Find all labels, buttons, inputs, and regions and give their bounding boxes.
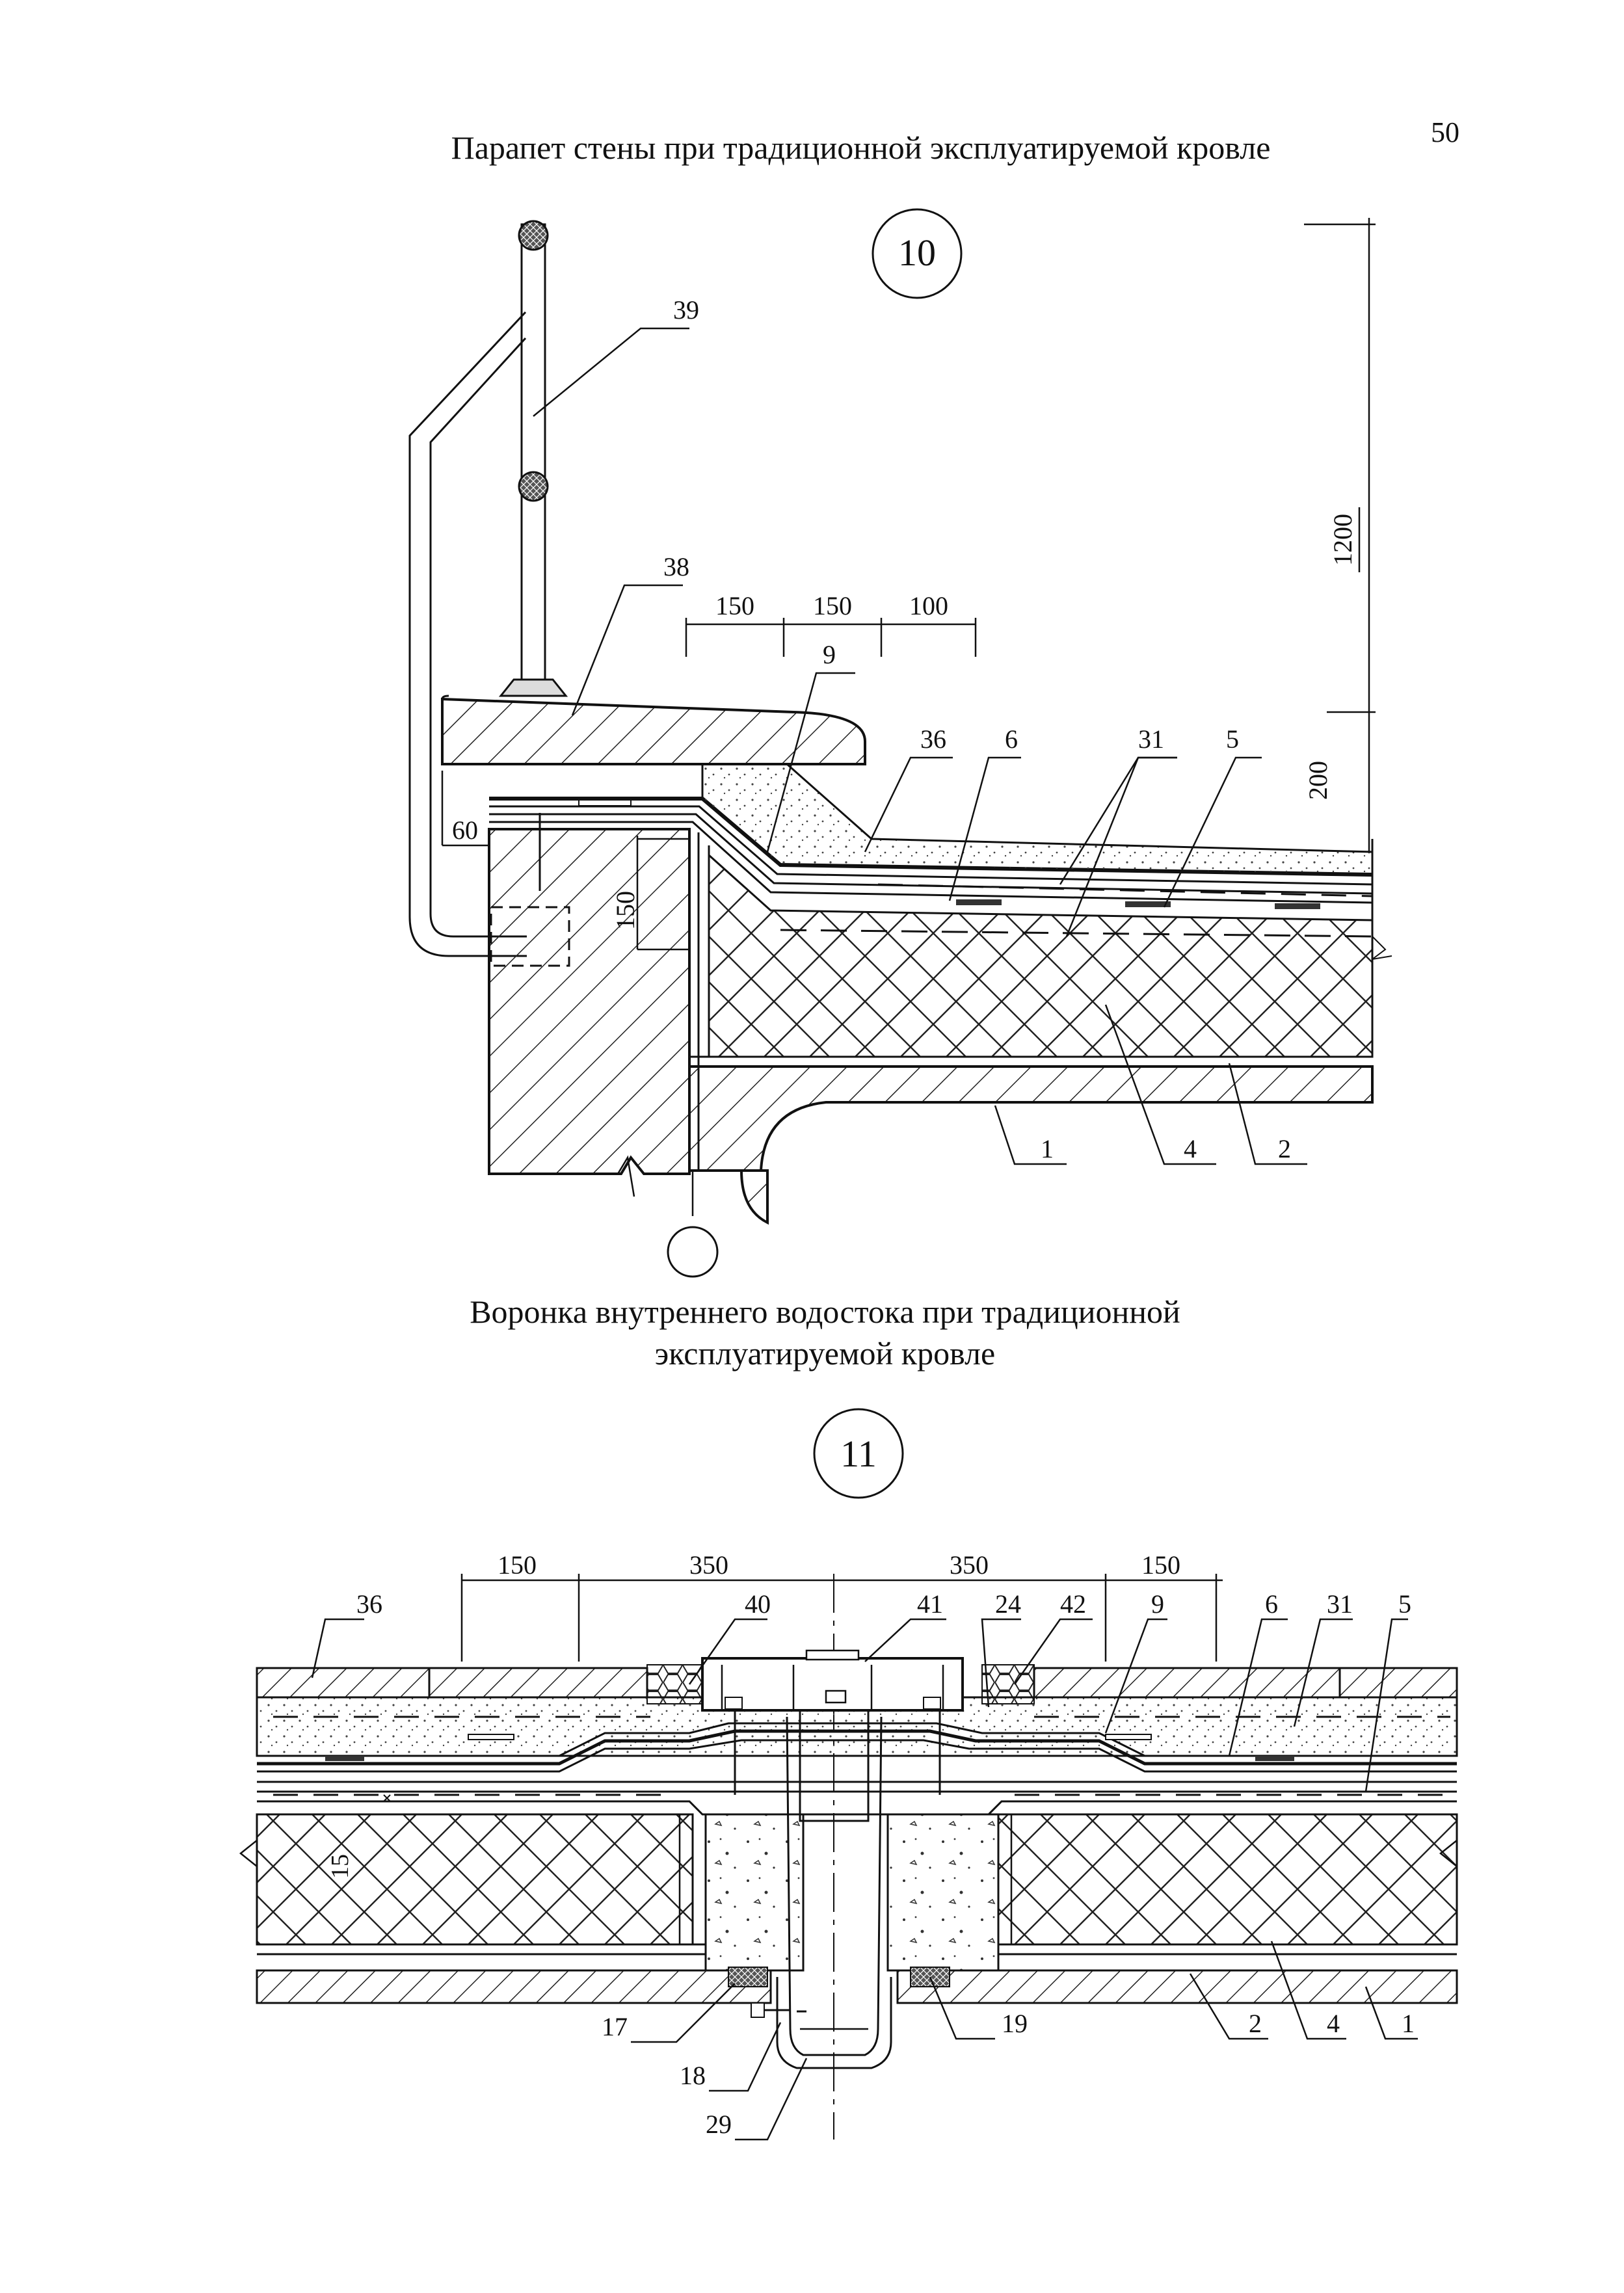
fig11-callout-4: 4 — [1327, 2009, 1340, 2038]
fig10-callout-9: 9 — [823, 640, 836, 669]
fig11-dim-350-right: 350 — [950, 1550, 989, 1580]
fig10-dim-200: 200 — [1303, 761, 1333, 800]
fig10-dim-60: 60 — [452, 815, 478, 845]
fig11-callout-5: 5 — [1398, 1589, 1411, 1619]
fig11-callout-41: 41 — [917, 1589, 943, 1619]
fig11-dim-350-left: 350 — [689, 1550, 728, 1580]
fig11-callout-36: 36 — [356, 1589, 382, 1619]
fig11-callout-2: 2 — [1249, 2009, 1262, 2038]
figure-11-title-line-2: эксплуатируемой кровле — [654, 1335, 996, 1372]
fig11-callout-42: 42 — [1060, 1589, 1086, 1619]
fig10-callout-5: 5 — [1226, 724, 1239, 754]
fig11-callout-19: 19 — [1002, 2009, 1028, 2038]
fig11-callout-18: 18 — [680, 2061, 706, 2090]
figure-10-title: Парапет стены при традиционной эксплуати… — [451, 129, 1271, 166]
fig11-dim-150-left: 150 — [498, 1550, 537, 1580]
figure-11-title-line-1: Воронка внутреннего водостока при традиц… — [470, 1293, 1180, 1330]
figure-11-number: 11 — [840, 1433, 877, 1475]
fig11-callout-31: 31 — [1327, 1589, 1353, 1619]
figure-11-badge — [813, 1408, 904, 1499]
figure-10-drawing: 10 — [408, 208, 1392, 1278]
fig10-dim-1200: 1200 — [1328, 514, 1357, 566]
fig10-dim-150-b: 150 — [813, 591, 852, 620]
fig10-callout-38: 38 — [663, 552, 689, 581]
fig11-callout-29: 29 — [706, 2110, 732, 2139]
fig10-dim-100: 100 — [909, 591, 948, 620]
fig10-callout-6: 6 — [1005, 724, 1018, 754]
fig11-callout-40: 40 — [745, 1589, 771, 1619]
fig10-dim-150-a: 150 — [715, 591, 754, 620]
figure-10-badge — [872, 208, 963, 299]
fig11-callout-6: 6 — [1265, 1589, 1278, 1619]
fig10-callout-4: 4 — [1184, 1134, 1197, 1163]
figure-11-title: Воронка внутреннего водостока при традиц… — [0, 1291, 1624, 1374]
fig10-callout-31: 31 — [1138, 724, 1164, 754]
fig11-dim-15: 15 — [326, 1854, 354, 1879]
figure-10-number: 10 — [898, 232, 936, 274]
fig10-callout-2: 2 — [1278, 1134, 1291, 1163]
fig11-callout-1: 1 — [1402, 2009, 1415, 2038]
figure-11-drawing: 11 150 350 350 150 — [239, 1408, 1458, 2141]
fig11-dim-150-right: 150 — [1141, 1550, 1180, 1580]
fig10-dim-150-vertical: 150 — [611, 891, 640, 930]
fig10-callout-1: 1 — [1041, 1134, 1054, 1163]
page-number: 50 — [1431, 116, 1459, 148]
fig11-callout-24: 24 — [995, 1589, 1021, 1619]
fig11-callout-9: 9 — [1151, 1589, 1164, 1619]
fig10-callout-39: 39 — [673, 295, 699, 325]
fig11-callout-17: 17 — [602, 2012, 628, 2041]
fig10-callout-36: 36 — [920, 724, 946, 754]
